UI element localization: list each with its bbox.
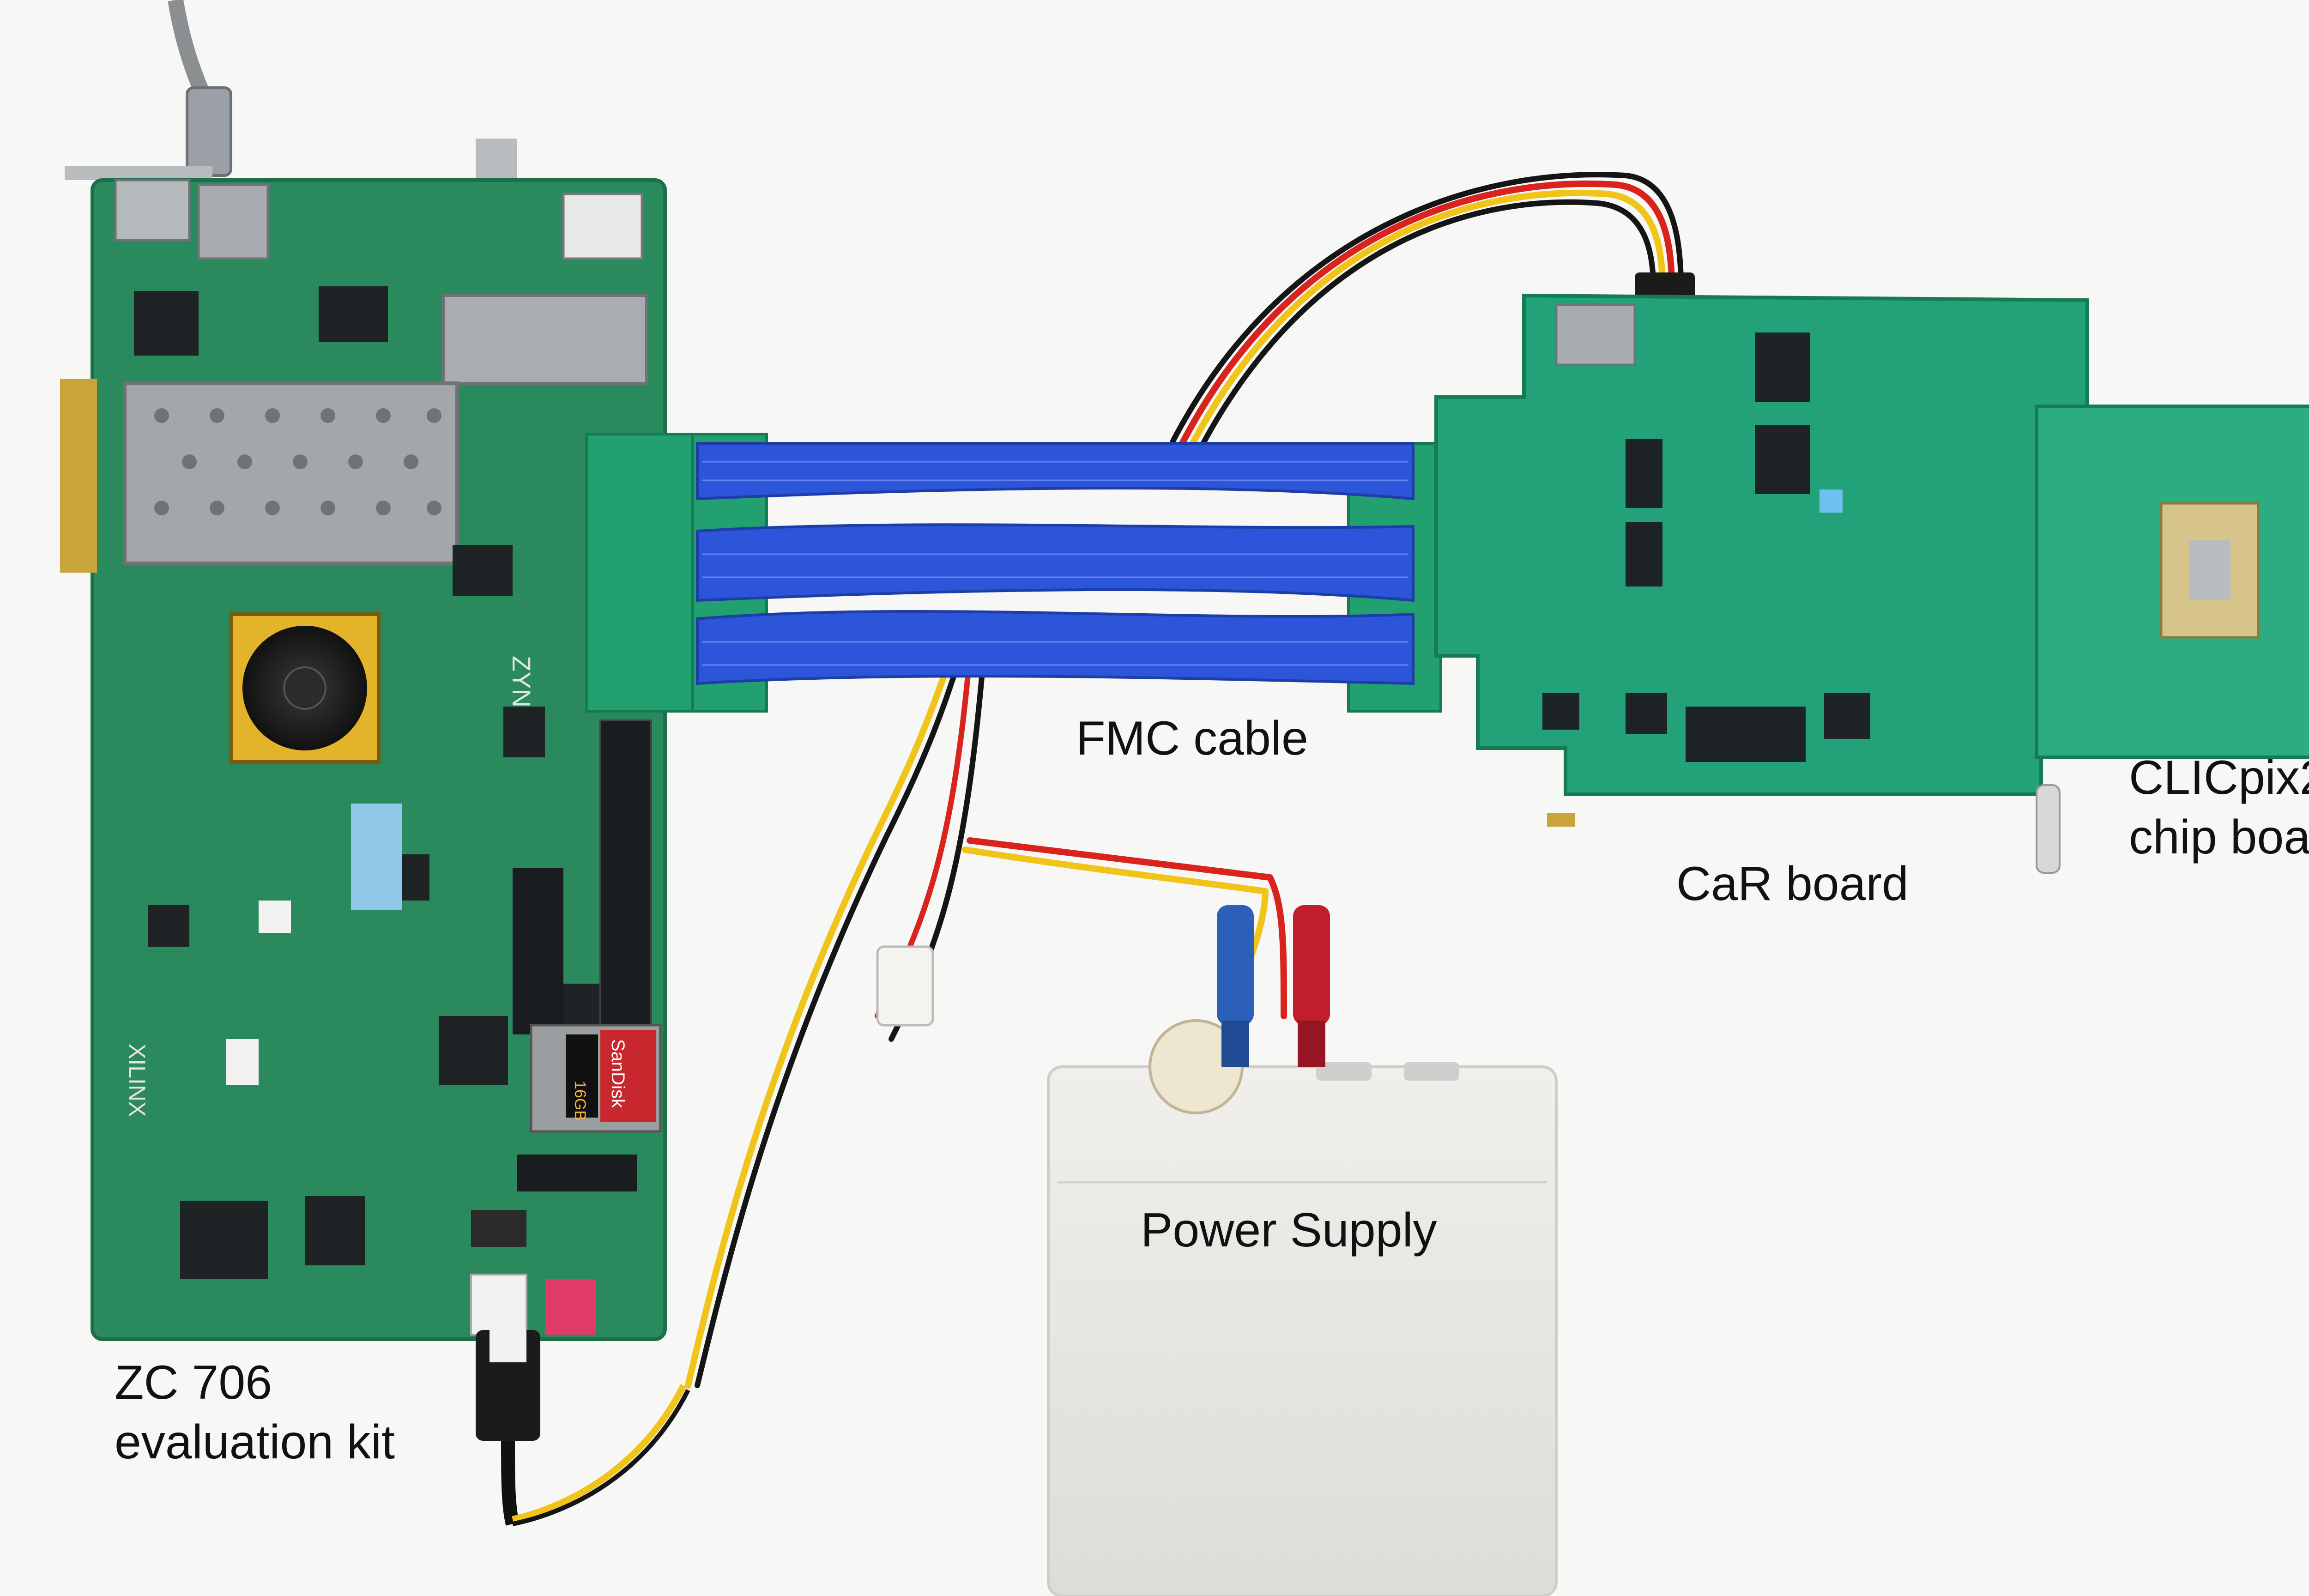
banana-plugs	[1217, 905, 1330, 1067]
power-supply-label: Power Supply	[1141, 1203, 1437, 1257]
sd-card-text: SanDisk	[608, 1039, 628, 1108]
car-board-label: CaR board	[1676, 857, 1909, 911]
fmc-cable-assembly	[585, 433, 1442, 713]
zc706-label-line1: ZC 706	[115, 1356, 272, 1409]
zc706-label: ZC 706 evaluation kit	[115, 1353, 395, 1472]
clicpix2-label: CLICpix2 chip board	[2129, 748, 2309, 867]
clicpix2-label-line1: CLICpix2	[2129, 751, 2309, 804]
power-supply-box	[1047, 1019, 1558, 1596]
zc706-board: ZYNQ XILINX SanDisk 16GB	[60, 139, 667, 1341]
clicpix2-board	[2035, 405, 2309, 759]
ethernet-cable	[168, 0, 232, 177]
zc706-power-cable	[476, 1330, 690, 1526]
sd-capacity-text: 16GB	[571, 1081, 589, 1121]
fmc-cable-label: FMC cable	[1076, 712, 1308, 765]
power-wires	[685, 172, 1695, 1389]
xilinx-logo-text: XILINX	[124, 1044, 150, 1117]
clicpix2-label-line2: chip board	[2129, 810, 2309, 864]
zc706-label-line2: evaluation kit	[115, 1415, 395, 1469]
car-board	[1434, 293, 2089, 874]
